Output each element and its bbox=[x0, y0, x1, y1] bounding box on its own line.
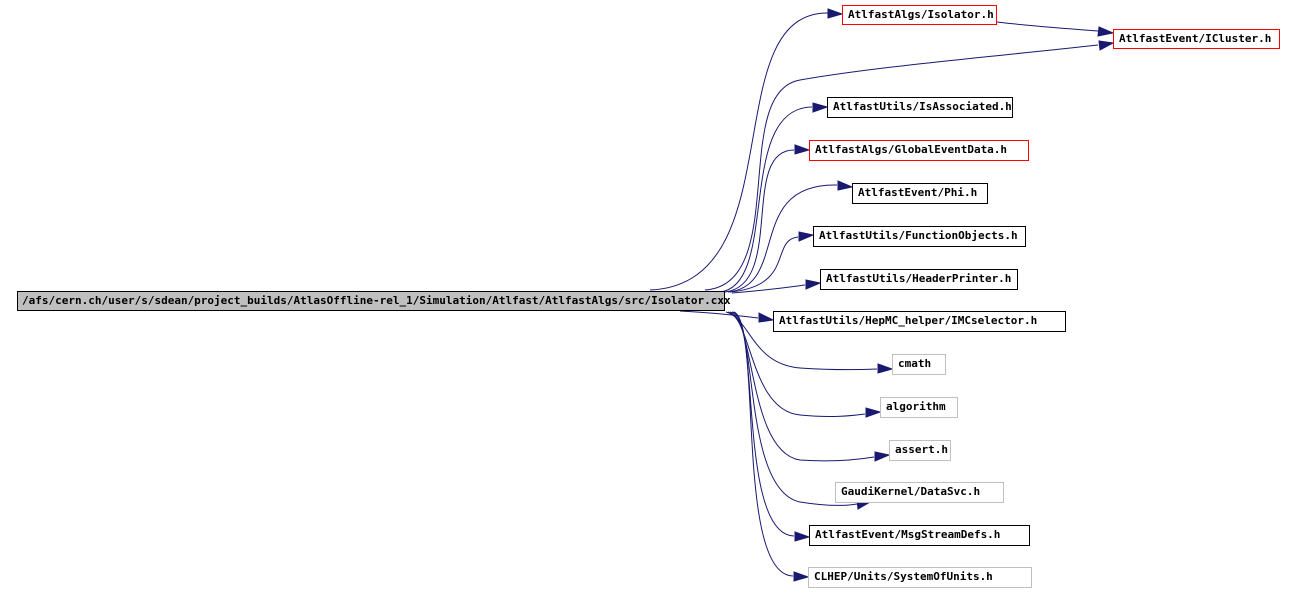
include-node-algorithm[interactable]: algorithm bbox=[880, 397, 958, 418]
include-label: AtlfastEvent/MsgStreamDefs.h bbox=[815, 528, 1001, 541]
edge-isolator-h-to-icluster-h bbox=[996, 21, 1099, 32]
edge-root-to-imcselector-h bbox=[679, 310, 759, 319]
edge-root-to-cmath bbox=[725, 311, 878, 371]
include-label: AtlfastEvent/Phi.h bbox=[858, 186, 978, 199]
root-file-node[interactable]: /afs/cern.ch/user/s/sdean/project_builds… bbox=[17, 291, 731, 311]
edge-root-to-icluster-h bbox=[704, 44, 1099, 291]
root-file-label: /afs/cern.ch/user/s/sdean/project_builds… bbox=[22, 294, 731, 307]
edge-root-to-isassociated-h bbox=[719, 106, 813, 293]
include-label: AtlfastEvent/ICluster.h bbox=[1119, 32, 1272, 45]
include-label: CLHEP/Units/SystemOfUnits.h bbox=[814, 570, 993, 583]
edge-root-to-phi-h bbox=[727, 184, 838, 293]
arrowhead-functionobjects-h bbox=[798, 231, 815, 242]
arrowhead-assert-h bbox=[874, 451, 891, 462]
arrowhead-isolator-h bbox=[827, 8, 844, 19]
include-node-icluster-h[interactable]: AtlfastEvent/ICluster.h bbox=[1113, 29, 1280, 49]
include-label: AtlfastUtils/HeaderPrinter.h bbox=[826, 272, 1012, 285]
include-node-isolator-h[interactable]: AtlfastAlgs/Isolator.h bbox=[842, 5, 997, 25]
edge-root-to-systemofunits-h bbox=[733, 311, 794, 577]
include-label: GaudiKernel/DataSvc.h bbox=[841, 485, 981, 498]
arrowhead-phi-h bbox=[837, 180, 854, 191]
include-label: algorithm bbox=[886, 400, 946, 413]
include-node-functionobjects-h[interactable]: AtlfastUtils/FunctionObjects.h bbox=[813, 226, 1026, 247]
arrowhead-msgstreamdefs-h bbox=[794, 531, 811, 542]
include-node-phi-h[interactable]: AtlfastEvent/Phi.h bbox=[852, 183, 988, 204]
include-node-datasvc-h[interactable]: GaudiKernel/DataSvc.h bbox=[835, 482, 1004, 503]
arrowhead-cmath bbox=[877, 363, 894, 374]
include-node-cmath[interactable]: cmath bbox=[892, 354, 946, 375]
arrowhead-isassociated-h bbox=[812, 102, 829, 113]
edge-root-to-globaleventdata-h bbox=[724, 149, 795, 293]
arrowhead-icluster-h-a bbox=[1097, 26, 1115, 37]
include-node-globaleventdata-h[interactable]: AtlfastAlgs/GlobalEventData.h bbox=[809, 140, 1029, 161]
include-node-isassociated-h[interactable]: AtlfastUtils/IsAssociated.h bbox=[827, 97, 1013, 118]
arrowhead-icluster-h-b bbox=[1098, 40, 1115, 51]
edge-root-to-functionobjects-h bbox=[729, 236, 799, 293]
arrowhead-headerprinter-h bbox=[805, 279, 822, 290]
include-label: AtlfastUtils/HepMC_helper/IMCselector.h bbox=[779, 314, 1038, 327]
include-label: AtlfastAlgs/Isolator.h bbox=[848, 8, 994, 21]
edge-layer bbox=[649, 8, 1115, 582]
include-label: AtlfastUtils/FunctionObjects.h bbox=[819, 229, 1018, 242]
include-label: assert.h bbox=[895, 443, 948, 456]
edge-root-to-headerprinter-h bbox=[731, 284, 806, 294]
arrowhead-systemofunits-h bbox=[793, 571, 810, 582]
include-node-msgstreamdefs-h[interactable]: AtlfastEvent/MsgStreamDefs.h bbox=[809, 525, 1030, 546]
include-node-headerprinter-h[interactable]: AtlfastUtils/HeaderPrinter.h bbox=[820, 269, 1018, 290]
include-label: cmath bbox=[898, 357, 932, 370]
include-label: AtlfastAlgs/GlobalEventData.h bbox=[815, 143, 1008, 156]
arrowhead-algorithm bbox=[865, 407, 882, 418]
arrowhead-globaleventdata-h bbox=[794, 144, 811, 155]
include-label: AtlfastUtils/IsAssociated.h bbox=[833, 100, 1012, 113]
include-node-assert-h[interactable]: assert.h bbox=[889, 440, 951, 461]
edge-root-to-msgstreamdefs-h bbox=[732, 311, 795, 537]
arrowhead-imcselector-h bbox=[758, 312, 775, 323]
include-node-imcselector-h[interactable]: AtlfastUtils/HepMC_helper/IMCselector.h bbox=[773, 311, 1066, 332]
include-node-systemofunits-h[interactable]: CLHEP/Units/SystemOfUnits.h bbox=[808, 567, 1032, 588]
edge-root-to-isolator-h bbox=[649, 12, 829, 291]
